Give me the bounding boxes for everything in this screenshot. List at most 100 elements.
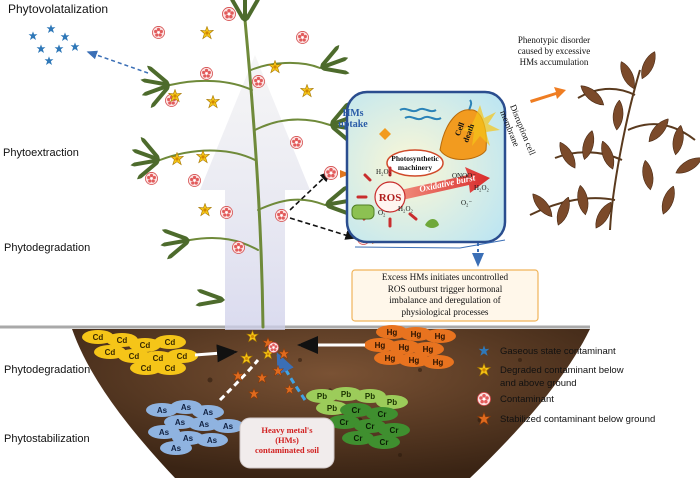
soil-label-line-1: Heavy metal's — [261, 425, 313, 435]
metal-label-cr: Cr — [366, 422, 375, 431]
cd-cluster — [82, 330, 198, 375]
photosynthetic-label-1: Photosynthetic — [391, 154, 439, 163]
metal-label-as: As — [203, 408, 214, 417]
pb-cr-cluster — [306, 387, 410, 449]
ros-box-line-1: Excess HMs initiates uncontrolled — [381, 272, 509, 282]
photosynthetic-machinery — [386, 149, 444, 177]
wilted-plant-image — [528, 49, 700, 231]
legend-gaseous-text: Gaseous state contaminant — [500, 346, 616, 357]
o2-label-b: O₂⁻ — [461, 199, 472, 207]
metal-label-cd: Cd — [153, 354, 164, 363]
soil-label-text: Heavy metal's (HMs) contaminated soil — [240, 425, 334, 455]
hms-uptake-line-1: HMs — [342, 108, 364, 119]
phenotype-caption-line-2: caused by excessive — [517, 46, 591, 56]
metal-label-cd: Cd — [129, 352, 140, 361]
metal-label-as: As — [159, 428, 170, 437]
metal-label-cd: Cd — [93, 333, 104, 342]
uptake-arrow — [200, 55, 310, 330]
metal-label-cd: Cd — [105, 348, 116, 357]
photosynthetic-label-2: machinery — [398, 163, 432, 172]
legend-stabilized-text: Stabilized contaminant below ground — [500, 414, 656, 425]
cell-damage-burst — [462, 105, 500, 146]
metal-label-cr: Cr — [340, 418, 349, 427]
metal-label-as: As — [223, 422, 234, 431]
as-to-root-arrow — [218, 359, 260, 402]
metal-label-as: As — [157, 406, 168, 415]
ros-core — [374, 181, 406, 213]
gaseous-contaminants — [28, 24, 80, 65]
label-phytostabilization: Phytostabilization — [4, 433, 90, 445]
as-cluster — [146, 400, 244, 455]
phenotype-arrow — [530, 87, 566, 103]
soil-label-box — [239, 417, 335, 469]
cell-green-leaf — [425, 219, 439, 228]
metal-label-hg: Hg — [433, 358, 444, 367]
ros-rays — [356, 166, 418, 228]
metal-label-hg: Hg — [385, 354, 396, 363]
metal-label-hg: Hg — [375, 341, 386, 350]
metal-label-as: As — [171, 444, 182, 453]
cell-green-chloroplast — [351, 204, 375, 220]
metal-label-as: As — [175, 418, 186, 427]
ros-box-line-4: physiological processes — [401, 306, 489, 317]
metal-label-hg: Hg — [399, 343, 410, 352]
h2o2-label-a: H₂O₂ — [376, 168, 392, 176]
phenotype-caption-line-3: HMs accumulation — [519, 57, 589, 67]
metal-label-pb: Pb — [387, 398, 397, 407]
metal-label-cd: Cd — [140, 341, 151, 350]
metal-label-cd: Cd — [165, 338, 176, 347]
hg-cluster — [364, 325, 456, 369]
label-phytoextraction: Phytoextraction — [3, 147, 79, 159]
label-phytovolatalization: Phytovolatalization — [8, 2, 109, 16]
soil-label-line-2: (HMs) — [275, 435, 299, 445]
metal-label-cr: Cr — [378, 410, 387, 419]
volatilization-arrow — [86, 50, 149, 74]
phenotype-caption-line-1: Phenotypic disorder — [517, 35, 591, 45]
metal-label-pb: Pb — [365, 392, 375, 401]
phenotype-caption: Phenotypic disorder caused by excessive … — [498, 35, 610, 68]
cd-to-root-arrow — [194, 344, 238, 363]
metal-label-cd: Cd — [165, 364, 176, 373]
metal-label-hg: Hg — [411, 330, 422, 339]
hms-uptake-label: HMs uptake — [330, 108, 376, 130]
legend-degraded-text-1: Degraded contaminant below — [500, 365, 624, 376]
cell-orange-organelle — [379, 128, 391, 140]
ros-box-line-3: imbalance and deregulation of — [389, 295, 501, 305]
metal-label-hg: Hg — [409, 356, 420, 365]
cell-diagram — [345, 90, 507, 244]
metal-label-as: As — [207, 436, 218, 445]
ros-explanation-text: Excess HMs initiates uncontrolled ROS ou… — [352, 272, 538, 318]
pink-flower-icon — [477, 392, 491, 406]
metal-label-cr: Cr — [390, 426, 399, 435]
onoo-label: ONOO⁻ — [452, 172, 476, 180]
metal-label-hg: Hg — [387, 328, 398, 337]
metal-label-pb: Pb — [317, 392, 327, 401]
metal-label-cr: Cr — [354, 434, 363, 443]
soil-label-line-3: contaminated soil — [255, 445, 319, 455]
metal-label-hg: Hg — [435, 332, 446, 341]
h2o2-label-c: H₂O₂ — [474, 184, 490, 192]
metal-label-cd: Cd — [177, 352, 188, 361]
ros-box-line-2: ROS outburst trigger hormonal — [387, 283, 503, 294]
metal-label-cr: Cr — [380, 438, 389, 447]
metal-label-as: As — [181, 403, 192, 412]
oxidative-burst-arrow — [378, 167, 490, 205]
ros-explanation-box — [351, 269, 539, 322]
legend-contaminant-text: Contaminant — [500, 394, 554, 405]
o2-label-a: O₂⁻ — [378, 209, 389, 217]
legend-degraded-text-2: and above ground — [500, 378, 577, 389]
h2o2-label-b: H₂O₂ — [398, 205, 414, 213]
uptake-arrow-upper — [289, 170, 332, 211]
metal-label-pb: Pb — [341, 390, 351, 399]
label-phytodegradation-bottom: Phytodegradation — [4, 364, 91, 376]
metal-label-as: As — [183, 434, 194, 443]
pb-cr-to-root-arrow — [276, 352, 307, 401]
ros-label: ROS — [379, 192, 402, 204]
hms-uptake-line-2: uptake — [338, 119, 368, 130]
metal-label-hg: Hg — [423, 345, 434, 354]
cell-bracket — [354, 239, 506, 249]
uptake-arrow-lower — [289, 217, 357, 240]
plant-stem — [159, 18, 331, 329]
label-phytodegradation-top: Phytodegradation — [4, 242, 91, 254]
